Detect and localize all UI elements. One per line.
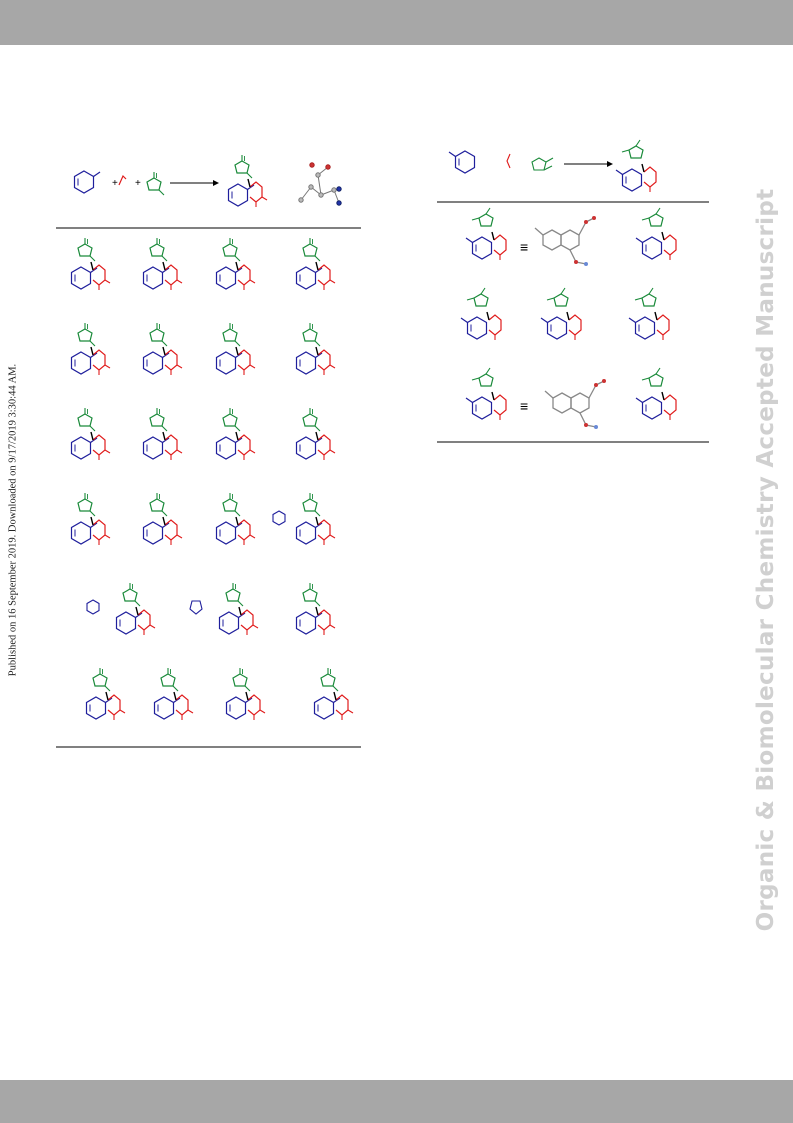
equivalence-sign: ≡ [520, 239, 528, 255]
scheme-right-drawing: ≡ ≡ [437, 135, 709, 443]
scheme-left: + + [56, 145, 361, 750]
bottom-bar [0, 1080, 793, 1123]
crystal-structure [298, 162, 342, 206]
scheme-right: ≡ ≡ [437, 135, 709, 447]
right-product-grid: ≡ ≡ [461, 208, 676, 430]
plus-sign: + [135, 178, 141, 189]
publication-note: Published on 16 September 2019. Download… [7, 363, 19, 677]
scheme-left-drawing: + + [56, 145, 361, 748]
header-reaction-right [448, 140, 656, 192]
product-grid [72, 238, 354, 720]
equivalence-sign: ≡ [520, 398, 528, 414]
journal-watermark: Organic & Biomolecular Chemistry Accepte… [753, 188, 779, 932]
plus-sign: + [112, 178, 118, 189]
top-bar [0, 0, 793, 45]
header-reaction: + + [73, 155, 342, 207]
